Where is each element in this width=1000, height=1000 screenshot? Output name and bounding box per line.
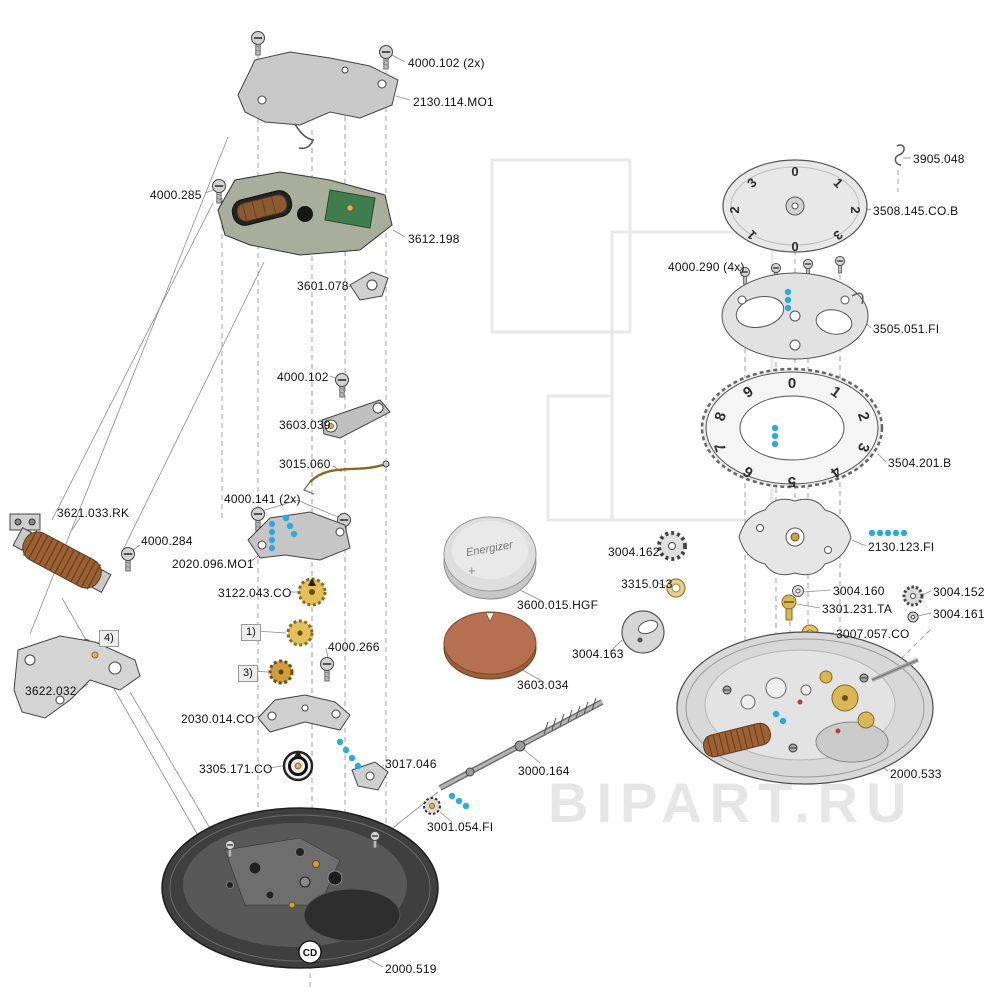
callout-3: 3)	[238, 665, 258, 682]
date-plate-3505-051	[721, 272, 869, 360]
lubrication-dots-icon	[268, 514, 298, 552]
screw-4000-266-icon	[319, 656, 335, 682]
part-label-2020-096-mo1: 2020.096.MO1	[172, 557, 254, 571]
lever-3603-039	[321, 399, 391, 439]
part-label-3315-013: 3315.013	[621, 577, 673, 591]
winding-stem-3000-164	[438, 697, 604, 810]
wheel-callout-1	[286, 619, 314, 647]
screw-4000-102-icon	[334, 372, 350, 398]
part-label-3004-163: 3004.163	[572, 647, 624, 661]
part-label-3301-231-ta: 3301.231.TA	[822, 602, 893, 616]
part-label-4000-266: 4000.266	[328, 640, 380, 654]
svg-text:2: 2	[848, 206, 863, 213]
battery-polarity-text: +	[468, 563, 476, 578]
part-label-3004-160: 3004.160	[833, 584, 885, 598]
part-label-4000-141-2x: 4000.141 (2x)	[224, 492, 301, 506]
lubrication-dots-icon	[772, 710, 787, 725]
part-label-4000-285: 4000.285	[150, 188, 202, 202]
contact-bracket-3601-078	[349, 271, 389, 301]
screw-4000-284-icon	[120, 546, 136, 572]
coil-assembly-3612-198	[211, 171, 393, 256]
wheel-callout-3	[268, 659, 294, 685]
part-label-3015-060: 3015.060	[279, 457, 331, 471]
part-label-3004-162: 3004.162	[608, 545, 660, 559]
svg-text:5: 5	[788, 473, 796, 490]
lubrication-dots-icon	[448, 792, 470, 810]
lever-3622-032	[13, 635, 141, 719]
part-label-3007-057-co: 3007.057.CO	[836, 627, 910, 641]
part-label-4000-102: 4000.102	[277, 370, 329, 384]
motor-coil-3621-033	[9, 513, 112, 593]
copper-insulator-3603-034	[443, 611, 537, 680]
disc-3004-163	[621, 610, 665, 654]
callout-1: 1)	[241, 624, 261, 641]
svg-text:2: 2	[727, 206, 742, 213]
svg-text:0: 0	[791, 164, 798, 179]
washer-3315-013	[666, 578, 686, 598]
part-label-3905-048: 3905.048	[913, 152, 965, 166]
part-label-3603-034: 3603.034	[517, 678, 569, 692]
coil-icon	[231, 190, 293, 226]
part-label-4000-284: 4000.284	[141, 534, 193, 548]
bridge-2030-014	[257, 694, 351, 733]
sprocket-3004-162	[657, 531, 687, 561]
part-label-3508-145-co-b: 3508.145.CO.B	[873, 204, 959, 218]
part-label-2000-533: 2000.533	[890, 767, 942, 781]
part-label-3601-078: 3601.078	[297, 279, 349, 293]
bracket-3017-046	[336, 738, 389, 791]
watermark-text: BIPART.RU	[548, 771, 915, 834]
part-label-3621-033-rk: 3621.033.RK	[57, 506, 130, 520]
part-label-3600-015-hgf: 3600.015.HGF	[517, 598, 599, 612]
main-plate-2000-519: CD	[161, 807, 439, 969]
lubrication-dots-icon	[868, 529, 908, 537]
wheel-3122-043	[297, 577, 327, 607]
spring-3015-060	[302, 460, 390, 495]
part-label-4000-102-2x: 4000.102 (2x)	[408, 56, 485, 70]
part-label-2030-014-co: 2030.014.CO	[181, 712, 255, 726]
star-plate-2130-123	[738, 498, 908, 576]
part-label-3004-152: 3004.152	[933, 585, 985, 599]
part-label-3603-039: 3603.039	[279, 418, 331, 432]
screw-icon	[250, 30, 266, 56]
lubrication-dots-icon	[771, 424, 779, 448]
washer-3004-160	[792, 585, 804, 597]
date-driver-disc-3508-145: 0 1 2 3 0 1 2 3	[722, 159, 868, 254]
callout-4: 4)	[99, 630, 119, 647]
part-label-3305-171-co: 3305.171.CO	[199, 762, 273, 776]
part-label-2000-519: 2000.519	[385, 962, 437, 976]
pinion-3001-054	[423, 797, 441, 815]
svg-text:0: 0	[791, 239, 798, 254]
plate-mark-cd: CD	[303, 948, 317, 959]
part-label-3622-032: 3622.032	[25, 684, 77, 698]
part-label-3612-198: 3612.198	[408, 232, 460, 246]
part-label-2130-114-mo1: 2130.114.MO1	[413, 95, 494, 109]
gear-3004-152	[902, 585, 924, 607]
plate-screw-icon	[722, 673, 869, 753]
part-label-3505-051-fi: 3505.051.FI	[873, 322, 940, 336]
part-label-4000-290-4x: 4000.290 (4x)	[668, 260, 745, 274]
part-label-3122-043-co: 3122.043.CO	[218, 586, 292, 600]
lubrication-dots-icon	[336, 738, 362, 770]
gold-stud-3301-231	[781, 594, 797, 621]
top-bridge-2130-114	[237, 30, 399, 150]
wheel-3305-171	[282, 750, 314, 782]
part-label-3000-164: 3000.164	[518, 764, 570, 778]
part-label-2130-123-fi: 2130.123.FI	[868, 540, 935, 554]
date-ring-3504-201: 0 1 2 3 4 5 6 7 8 9	[700, 367, 884, 490]
lubrication-dots-icon	[784, 288, 792, 312]
part-label-3001-054-fi: 3001.054.FI	[427, 820, 494, 834]
spring-clip-3905-048	[894, 144, 905, 166]
movement-plate-2000-533	[676, 631, 934, 785]
screw-icon	[378, 44, 394, 70]
part-label-3017-046: 3017.046	[385, 757, 437, 771]
part-label-3004-161: 3004.161	[933, 607, 985, 621]
coil-icon	[702, 722, 772, 758]
part-label-3504-201-b: 3504.201.B	[888, 456, 952, 470]
bridge-2020-096	[247, 511, 351, 561]
pin-3004-161	[907, 611, 919, 623]
svg-text:0: 0	[788, 375, 796, 392]
battery-3600-015: Energizer +	[443, 516, 537, 600]
